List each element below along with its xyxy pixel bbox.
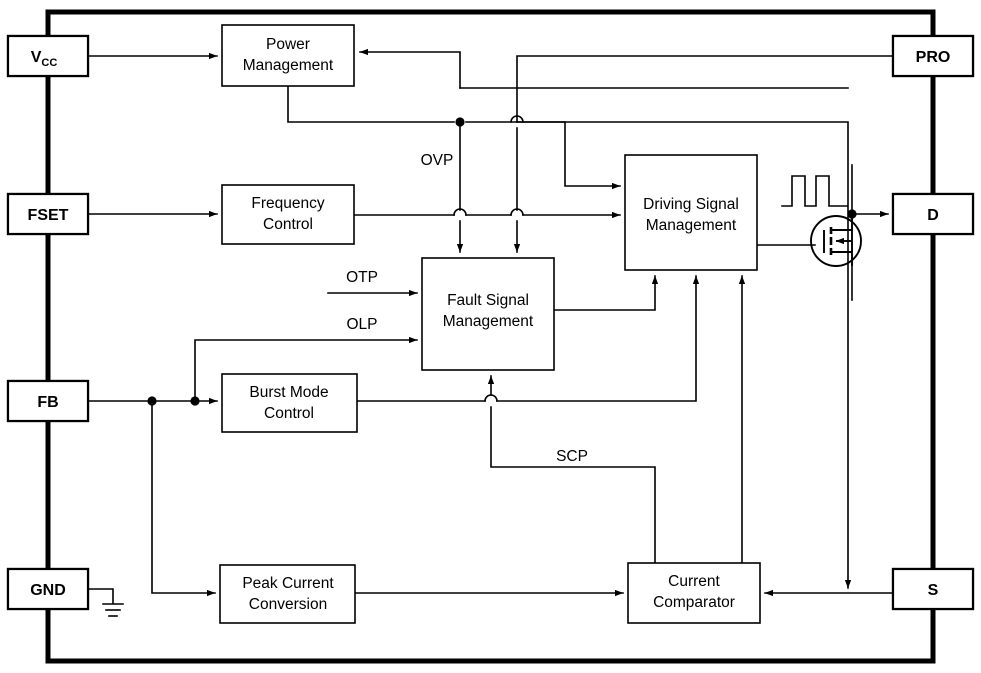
- block-peak-current-conversion-line1: Peak Current: [242, 575, 334, 592]
- pin-fb-overlay-label: FB: [37, 394, 58, 411]
- junction-dot-ovp: [455, 117, 465, 127]
- block-peak-current-conversion[interactable]: Peak Current Conversion: [219, 564, 356, 624]
- block-fault-signal-management-line2: Management: [443, 313, 534, 330]
- wire-bus-to-driving-top: [516, 121, 621, 190]
- block-frequency-control-line2: Control: [263, 216, 313, 233]
- block-frequency-control-line1: Frequency: [251, 195, 324, 212]
- hop-ovp-at-215: [453, 208, 467, 216]
- wire-pro-to-bus: [516, 55, 894, 123]
- block-current-comparator-line2: Comparator: [653, 594, 735, 611]
- block-burst-mode-control-line2: Control: [264, 405, 314, 422]
- block-frequency-control[interactable]: Frequency Control: [221, 184, 355, 245]
- pin-vcc-overlay-label: VCC: [31, 49, 58, 69]
- block-current-comparator-line1: Current: [668, 573, 720, 590]
- wire-fault-to-driving: [553, 275, 659, 311]
- square-wave-pulses-icon: [781, 175, 848, 207]
- pin-fset-overlay-label: FSET: [28, 207, 69, 224]
- wire-fb-to-peak-current: [151, 400, 216, 597]
- block-driving-signal-management-line2: Management: [646, 217, 737, 234]
- hop-burst-at-scp: [484, 394, 498, 402]
- pin-vcc-overlay[interactable]: VCC: [6, 34, 90, 78]
- pin-gnd-overlay-label: GND: [30, 582, 66, 599]
- block-power-management-line1: Power: [266, 36, 310, 53]
- earth-ground-icon: [87, 588, 124, 617]
- block-driving-signal-management[interactable]: Driving Signal Management: [624, 154, 758, 271]
- wire-burst-to-driving: [496, 275, 700, 402]
- pin-gnd-overlay[interactable]: GND: [6, 567, 90, 611]
- n-channel-mosfet-icon: [810, 215, 862, 267]
- pin-pro-overlay-label: PRO: [916, 49, 951, 66]
- wire-pm-out-left: [287, 85, 455, 123]
- block-burst-mode-control-line1: Burst Mode: [249, 384, 328, 401]
- block-driving-signal-management-line1: Driving Signal: [643, 196, 739, 213]
- pin-pro-overlay[interactable]: PRO: [891, 34, 975, 78]
- pin-rails: [45, 12, 936, 661]
- signal-label-ovp: OVP: [421, 152, 454, 169]
- pin-d-overlay-label: D: [927, 207, 939, 224]
- junction-dot-drain: [847, 209, 857, 219]
- signal-label-olp: OLP: [346, 316, 377, 333]
- block-current-comparator[interactable]: Current Comparator: [627, 562, 761, 624]
- block-burst-mode-control[interactable]: Burst Mode Control: [221, 373, 358, 433]
- block-power-management-line2: Management: [243, 57, 334, 74]
- block-fault-signal-management[interactable]: Fault Signal Management: [421, 257, 555, 371]
- hop-pro-at-122: [510, 115, 524, 123]
- wire-olp-to-fault: [194, 336, 418, 401]
- junction-dot-fb-b: [190, 396, 200, 406]
- pin-s-overlay-label: S: [928, 582, 939, 599]
- block-peak-current-conversion-line2: Conversion: [249, 596, 327, 613]
- block-fault-signal-management-line1: Fault Signal: [447, 292, 529, 309]
- signal-label-otp: OTP: [346, 269, 378, 286]
- pin-fset-overlay[interactable]: FSET: [6, 192, 90, 236]
- pin-d-overlay[interactable]: D: [891, 192, 975, 236]
- block-power-management[interactable]: Power Management: [221, 24, 355, 87]
- signal-label-scp: SCP: [556, 448, 588, 465]
- wire-network: [87, 48, 894, 617]
- wire-scp-lower: [490, 406, 656, 564]
- hop-pro-at-215: [510, 208, 524, 216]
- wire-into-power-management-right: [359, 48, 461, 89]
- pin-s-overlay[interactable]: S: [891, 567, 975, 611]
- pin-fb-overlay[interactable]: FB: [6, 379, 90, 423]
- wire-pm-out-to-source: [465, 121, 852, 589]
